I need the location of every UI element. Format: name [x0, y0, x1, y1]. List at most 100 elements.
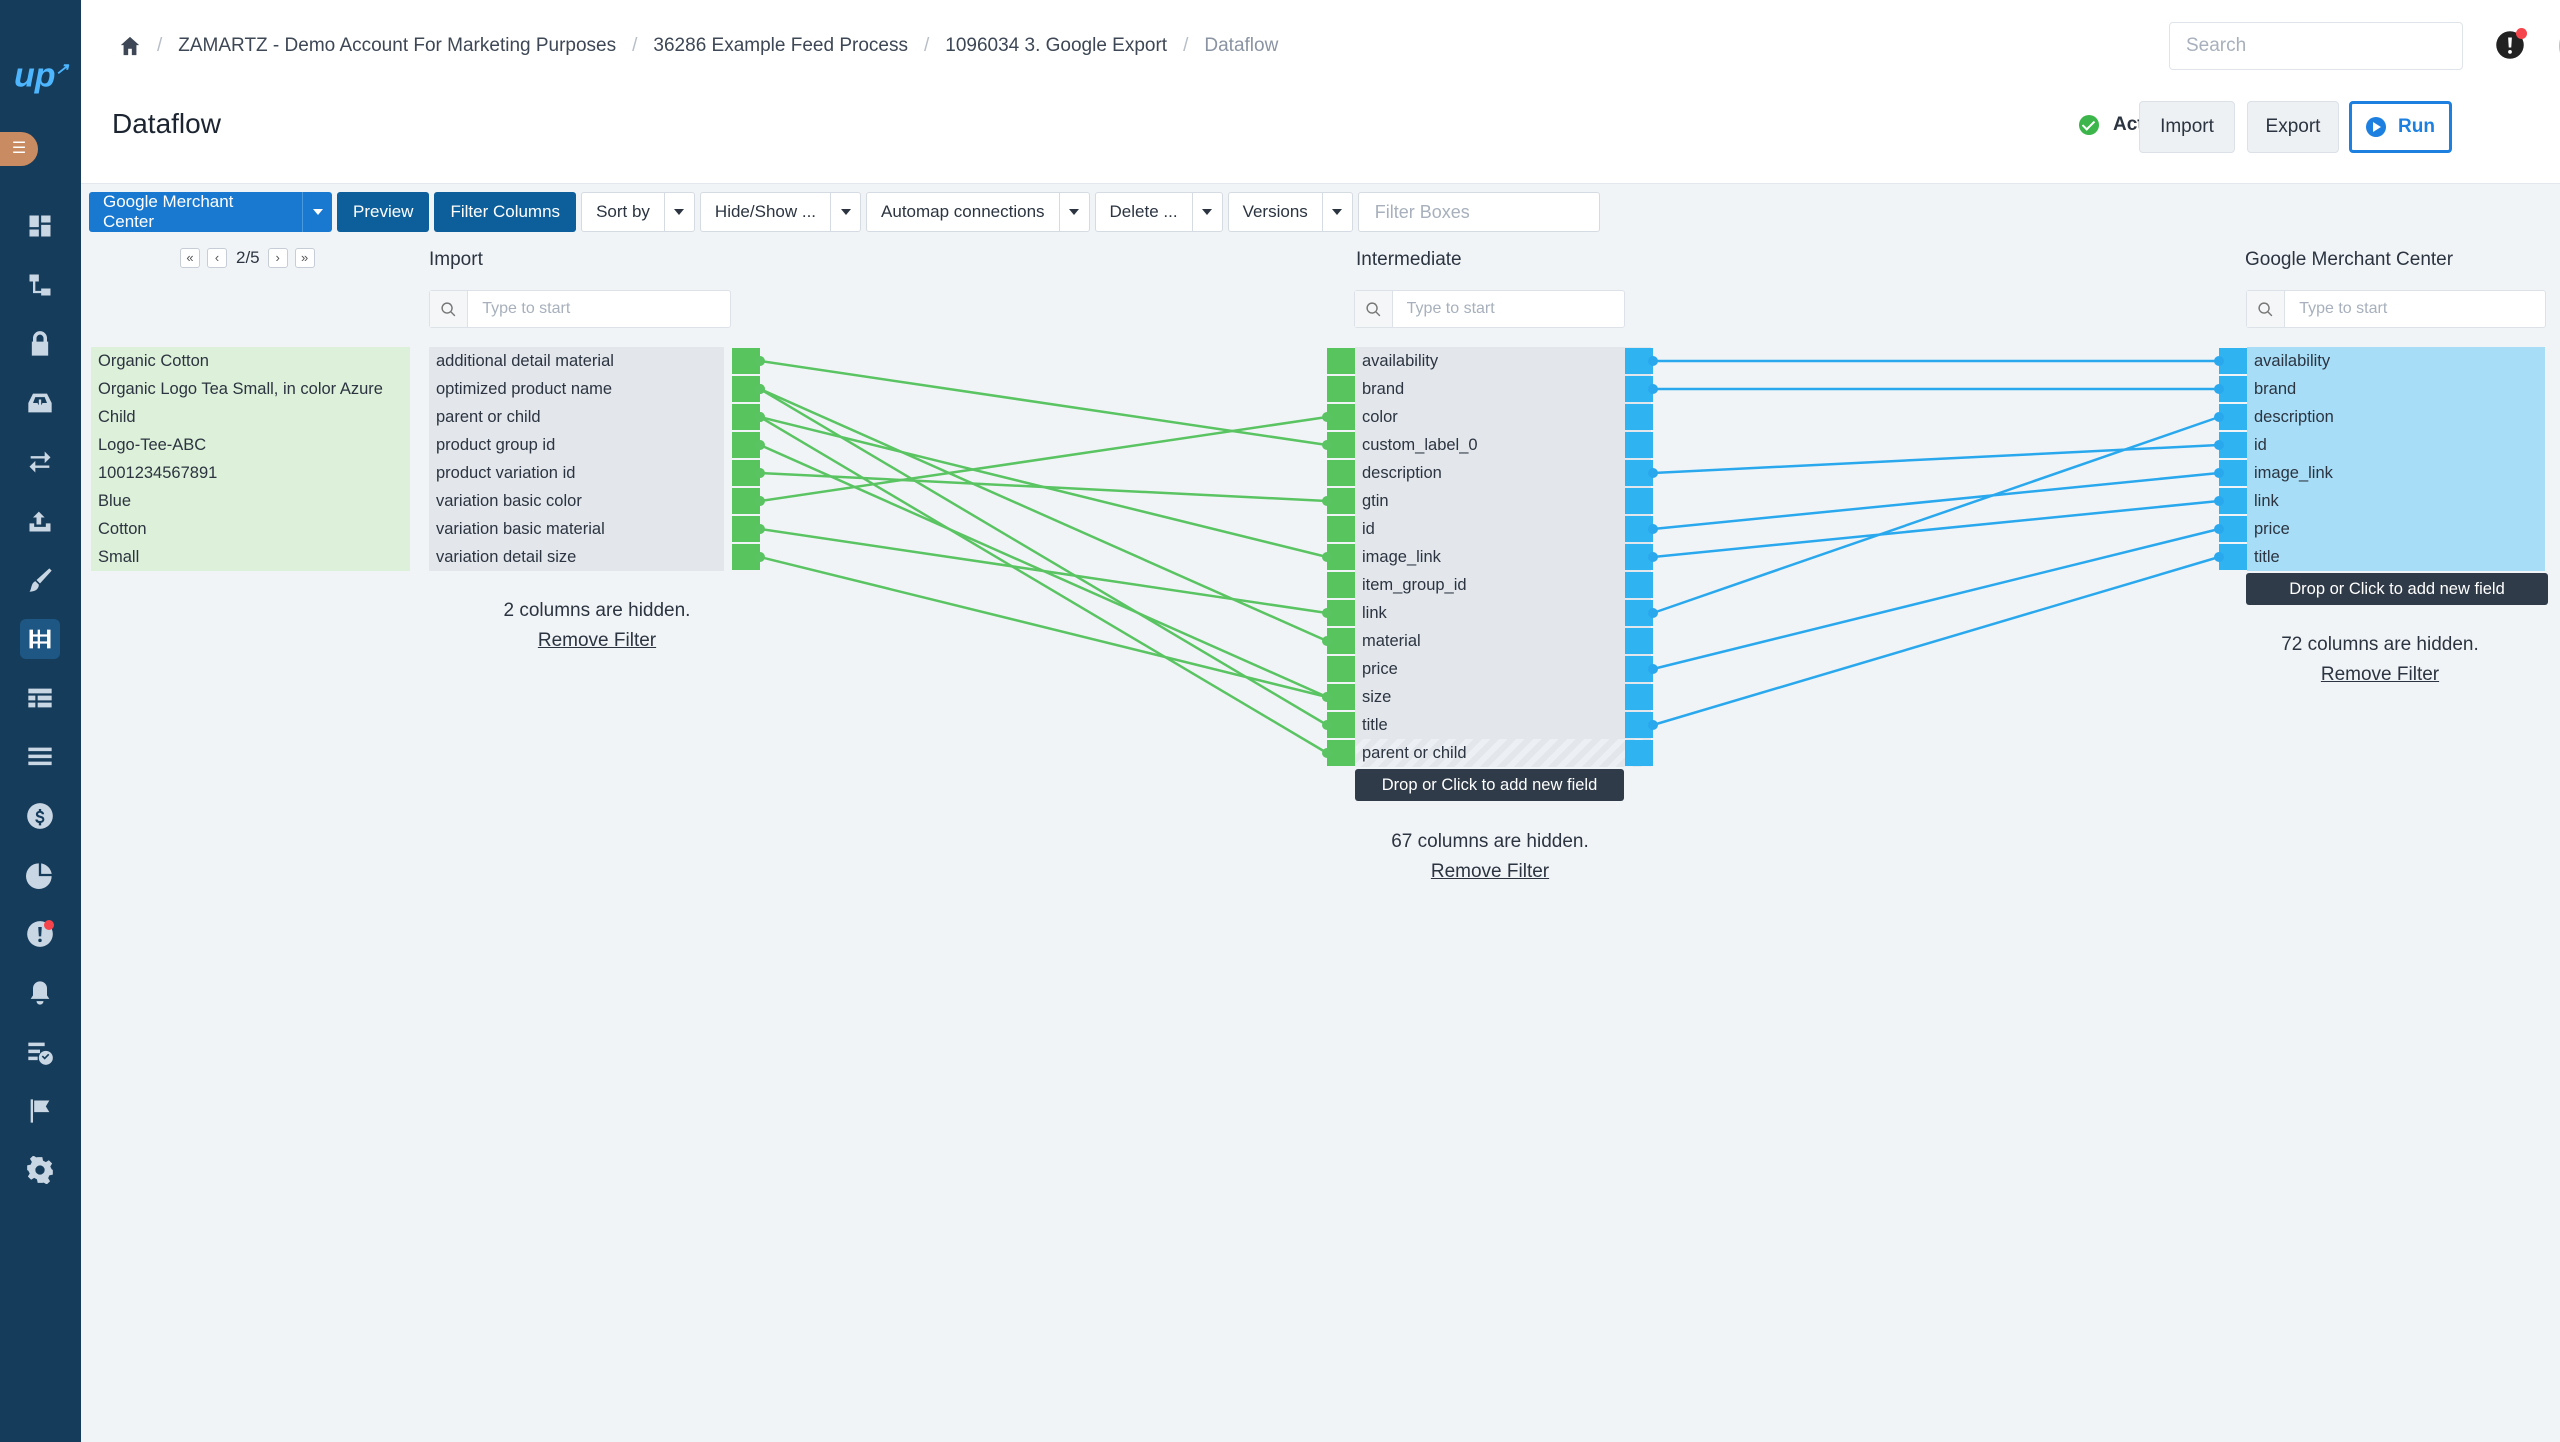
sample-value-row[interactable]: Cotton — [91, 515, 410, 543]
gmc-input-handle[interactable] — [2219, 516, 2247, 542]
intermediate-input-handle[interactable] — [1327, 628, 1355, 654]
intermediate-input-handle[interactable] — [1327, 404, 1355, 430]
intermediate-output-handle[interactable] — [1625, 544, 1653, 570]
chevron-down-icon[interactable] — [830, 193, 860, 231]
gmc-field-row[interactable]: availability — [2247, 347, 2545, 375]
gmc-input-handle[interactable] — [2219, 376, 2247, 402]
intermediate-input-handle[interactable] — [1327, 488, 1355, 514]
dashboard-icon[interactable] — [20, 206, 60, 246]
import-intermediate-connection[interactable] — [759, 415, 1328, 503]
intermediate-field-row[interactable]: price — [1355, 655, 1651, 683]
automap-connections-dropdown[interactable]: Automap connections — [866, 192, 1090, 232]
gmc-field-row[interactable]: description — [2247, 403, 2545, 431]
intermediate-output-handle[interactable] — [1625, 460, 1653, 486]
import-intermediate-connection[interactable] — [759, 415, 1328, 755]
intermediate-field-row[interactable]: title — [1355, 711, 1651, 739]
intermediate-input-handle[interactable] — [1327, 572, 1355, 598]
intermediate-output-handle[interactable] — [1625, 572, 1653, 598]
last-page-button[interactable]: » — [294, 248, 315, 268]
first-page-button[interactable]: « — [180, 248, 200, 268]
intermediate-input-handle[interactable] — [1327, 432, 1355, 458]
import-intermediate-connection[interactable] — [759, 555, 1328, 699]
intermediate-output-handle[interactable] — [1625, 432, 1653, 458]
chevron-down-icon[interactable] — [1191, 193, 1222, 231]
gmc-input-handle[interactable] — [2219, 404, 2247, 430]
intermediate-input-handle[interactable] — [1327, 376, 1355, 402]
intermediate-gmc-connection[interactable] — [1652, 555, 2220, 727]
preview-button[interactable]: Preview — [337, 192, 430, 232]
import-field-row[interactable]: variation basic color — [429, 487, 724, 515]
intermediate-output-handle[interactable] — [1625, 404, 1653, 430]
import-search-input[interactable] — [468, 291, 730, 327]
import-output-handle[interactable] — [732, 348, 760, 374]
export-button[interactable]: Export — [2247, 101, 2339, 153]
import-output-handle[interactable] — [732, 432, 760, 458]
sample-value-row[interactable]: Organic Cotton — [91, 347, 410, 375]
intermediate-field-row[interactable]: id — [1355, 515, 1651, 543]
gmc-field-row[interactable]: id — [2247, 431, 2545, 459]
intermediate-gmc-connection[interactable] — [1652, 443, 2220, 475]
intermediate-output-handle[interactable] — [1625, 656, 1653, 682]
sample-value-row[interactable]: Small — [91, 543, 410, 571]
intermediate-output-handle[interactable] — [1625, 488, 1653, 514]
intermediate-search-input[interactable] — [1392, 291, 1624, 327]
intermediate-gmc-connection[interactable] — [1652, 499, 2220, 559]
intermediate-input-handle[interactable] — [1327, 460, 1355, 486]
breadcrumb-process[interactable]: 36286 Example Feed Process — [653, 35, 908, 56]
gmc-field-row[interactable]: image_link — [2247, 459, 2545, 487]
intermediate-input-handle[interactable] — [1327, 740, 1355, 766]
import-output-handle[interactable] — [732, 544, 760, 570]
import-field-row[interactable]: optimized product name — [429, 375, 724, 403]
intermediate-field-row[interactable]: item_group_id — [1355, 571, 1651, 599]
filter-columns-button[interactable]: Filter Columns — [434, 192, 577, 232]
import-button[interactable]: Import — [2139, 101, 2235, 153]
intermediate-gmc-connection[interactable] — [1652, 471, 2220, 531]
import-field-row[interactable]: product group id — [429, 431, 724, 459]
intermediate-output-handle[interactable] — [1625, 740, 1653, 766]
gmc-field-row[interactable]: link — [2247, 487, 2545, 515]
home-icon[interactable] — [119, 35, 141, 57]
delete-dropdown[interactable]: Delete ... — [1094, 192, 1223, 232]
next-page-button[interactable]: › — [267, 248, 288, 268]
import-remove-filter-link[interactable]: Remove Filter — [537, 630, 657, 651]
gmc-input-handle[interactable] — [2219, 488, 2247, 514]
filter-boxes-input[interactable] — [1357, 192, 1600, 232]
help-icon[interactable] — [2495, 28, 2527, 60]
intermediate-field-row[interactable]: gtin — [1355, 487, 1651, 515]
search-input[interactable] — [2169, 22, 2463, 70]
import-field-row[interactable]: product variation id — [429, 459, 724, 487]
gmc-add-field-button[interactable]: Drop or Click to add new field — [2246, 573, 2548, 605]
intermediate-input-handle[interactable] — [1327, 712, 1355, 738]
table-icon[interactable] — [20, 678, 60, 718]
import-intermediate-connection[interactable] — [759, 387, 1328, 643]
intermediate-field-row[interactable]: availability — [1355, 347, 1651, 375]
import-output-handle[interactable] — [732, 376, 760, 402]
upload-icon[interactable] — [20, 501, 60, 541]
import-intermediate-connection[interactable] — [759, 359, 1328, 447]
intermediate-output-handle[interactable] — [1625, 600, 1653, 626]
brush-icon[interactable] — [20, 560, 60, 600]
inbox-download-icon[interactable] — [20, 383, 60, 423]
import-field-row[interactable]: variation detail size — [429, 543, 724, 571]
breadcrumb-export[interactable]: 1096034 3. Google Export — [945, 35, 1168, 56]
import-output-handle[interactable] — [732, 460, 760, 486]
intermediate-add-field-button[interactable]: Drop or Click to add new field — [1355, 769, 1624, 801]
hierarchy-icon[interactable] — [20, 265, 60, 305]
sample-value-row[interactable]: 1001234567891 — [91, 459, 410, 487]
intermediate-remove-filter-link[interactable]: Remove Filter — [1430, 861, 1550, 882]
sample-value-row[interactable]: Blue — [91, 487, 410, 515]
sort-by-dropdown[interactable]: Sort by — [581, 192, 695, 232]
gmc-search-input[interactable] — [2285, 291, 2545, 327]
import-intermediate-connection[interactable] — [759, 527, 1328, 615]
intermediate-input-handle[interactable] — [1327, 544, 1355, 570]
import-intermediate-connection[interactable] — [759, 415, 1328, 559]
import-intermediate-connection[interactable] — [759, 387, 1328, 727]
chevron-down-icon[interactable] — [302, 192, 332, 232]
target-selector[interactable]: Google Merchant Center — [89, 192, 332, 232]
intermediate-output-handle[interactable] — [1625, 516, 1653, 542]
import-field-row[interactable]: variation basic material — [429, 515, 724, 543]
swap-icon[interactable] — [20, 442, 60, 482]
import-output-handle[interactable] — [732, 516, 760, 542]
intermediate-field-row[interactable]: custom_label_0 — [1355, 431, 1651, 459]
intermediate-field-row[interactable]: material — [1355, 627, 1651, 655]
